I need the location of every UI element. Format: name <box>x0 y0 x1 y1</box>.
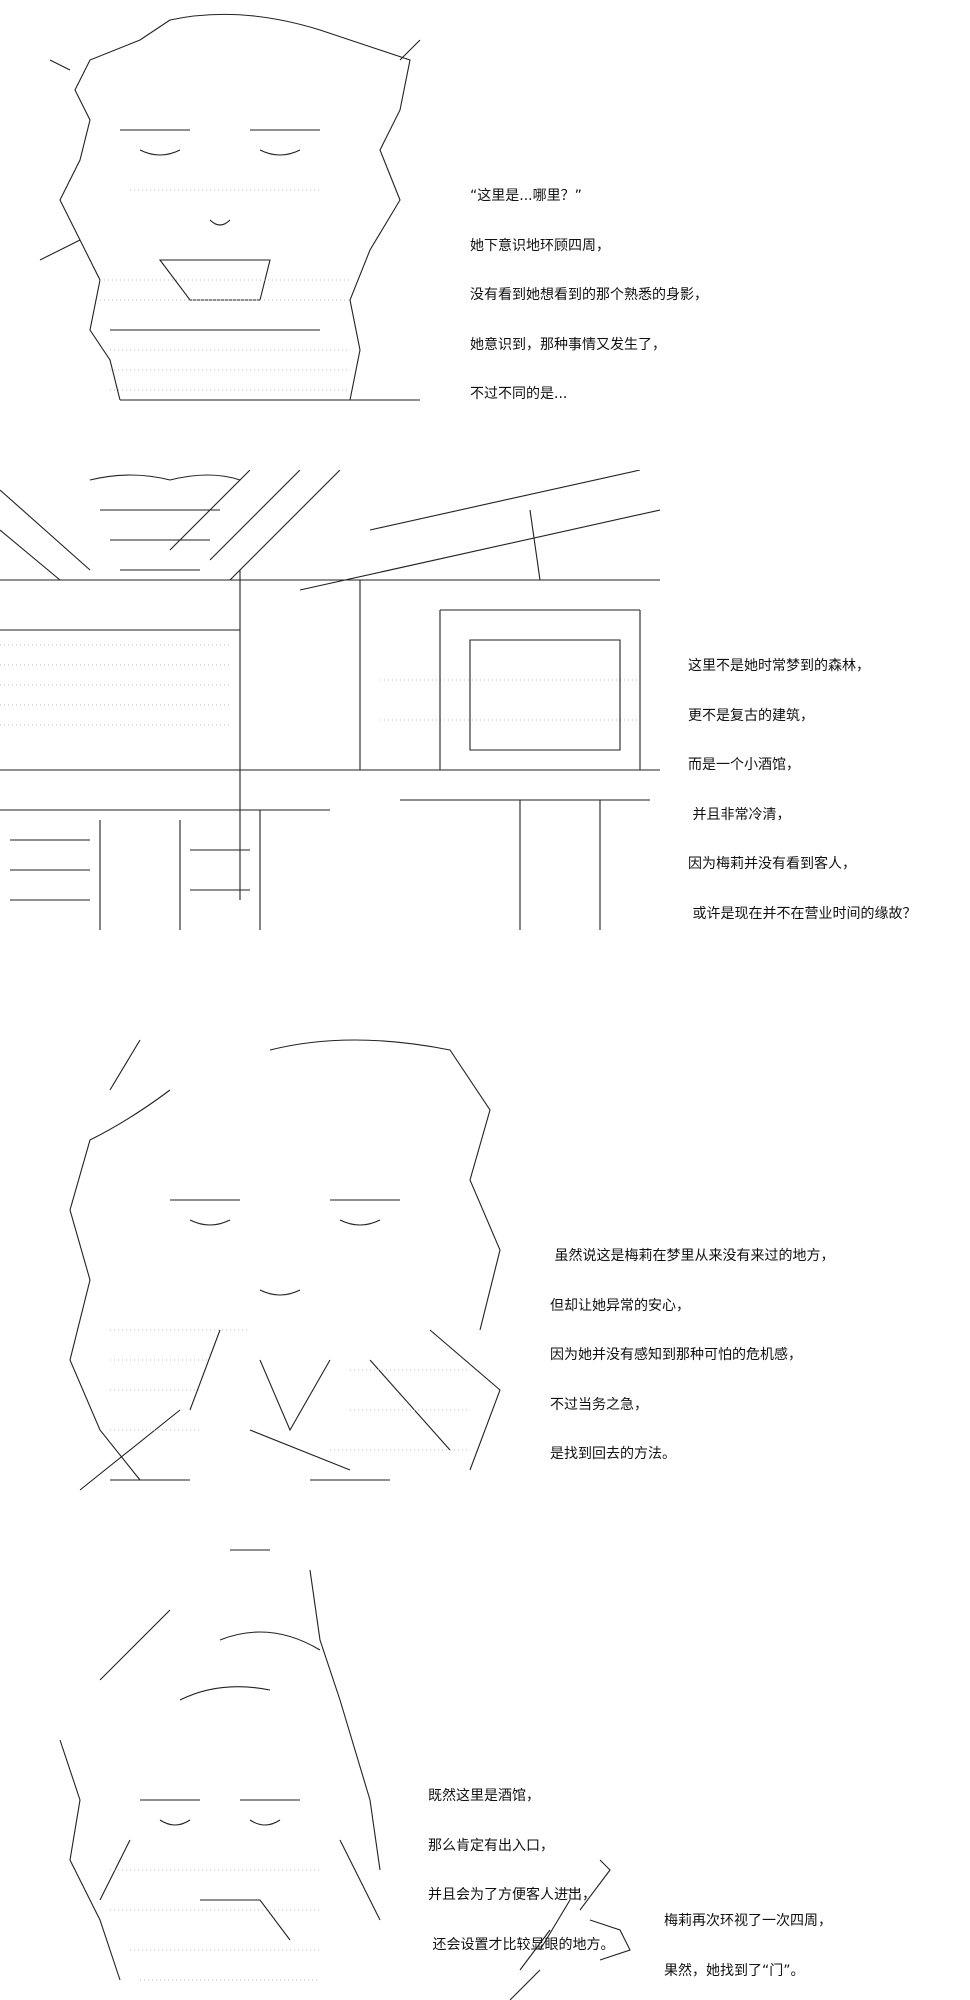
caption-line: 因为梅莉并没有看到客人， <box>688 856 856 872</box>
caption-line: 而是一个小酒馆， <box>688 757 800 773</box>
caption-line: 那么肯定有出入口， <box>428 1837 554 1854</box>
caption-line: 虽然说这是梅莉在梦里从来没有来过的地方， <box>550 1248 835 1264</box>
caption-line: 她意识到，那种事情又发生了， <box>470 336 666 353</box>
caption-line: 果然，她找到了“门”。 <box>664 1962 805 1979</box>
caption-line: 但却让她异常的安心， <box>550 1297 690 1314</box>
ascii-art-tavern <box>0 470 660 930</box>
caption-line: 或许是现在并不在营业时间的缘故？ <box>688 905 917 922</box>
caption-line: 既然这里是酒馆， <box>428 1788 540 1804</box>
caption-line: 并且会为了方便客人进出， <box>428 1887 596 1903</box>
caption-line: 还会设置才比较显眼的地方。 <box>428 1936 615 1953</box>
ascii-art-character-2 <box>50 1030 520 1510</box>
caption-line: 是找到回去的方法。 <box>550 1446 676 1462</box>
caption-line: 她下意识地环顾四周， <box>470 237 610 254</box>
caption-line: 梅莉再次环视了一次四周， <box>664 1913 832 1929</box>
caption-line: 更不是复古的建筑， <box>688 707 814 724</box>
caption-line: “这里是...哪里？” <box>470 188 582 204</box>
caption-line: 不过不同的是... <box>470 386 568 402</box>
narration-caption-4: 既然这里是酒馆， 那么肯定有出入口， 并且会为了方便客人进出， 还会设置才比较显… <box>428 1755 614 1970</box>
narration-caption-3: 虽然说这是梅莉在梦里从来没有来过的地方， 但却让她异常的安心， 因为她并没有感知… <box>550 1215 834 1479</box>
ascii-art-character-1 <box>20 0 430 410</box>
narration-caption-1: “这里是...哪里？” 她下意识地环顾四周， 没有看到她想看到的那个熟悉的身影，… <box>470 155 708 419</box>
narration-caption-2: 这里不是她时常梦到的森林， 更不是复古的建筑， 而是一个小酒馆， 并且非常冷清，… <box>688 625 916 939</box>
caption-line: 并且非常冷清， <box>688 806 791 823</box>
ascii-art-hand <box>500 1850 660 2000</box>
caption-line: 不过当务之急， <box>550 1396 648 1413</box>
ascii-art-character-3 <box>40 1540 400 2000</box>
caption-line: 没有看到她想看到的那个熟悉的身影， <box>470 287 708 303</box>
narration-caption-5: 梅莉再次环视了一次四周， 果然，她找到了“门”。 <box>664 1880 832 1996</box>
caption-line: 这里不是她时常梦到的森林， <box>688 658 870 674</box>
caption-line: 因为她并没有感知到那种可怕的危机感， <box>550 1347 802 1363</box>
